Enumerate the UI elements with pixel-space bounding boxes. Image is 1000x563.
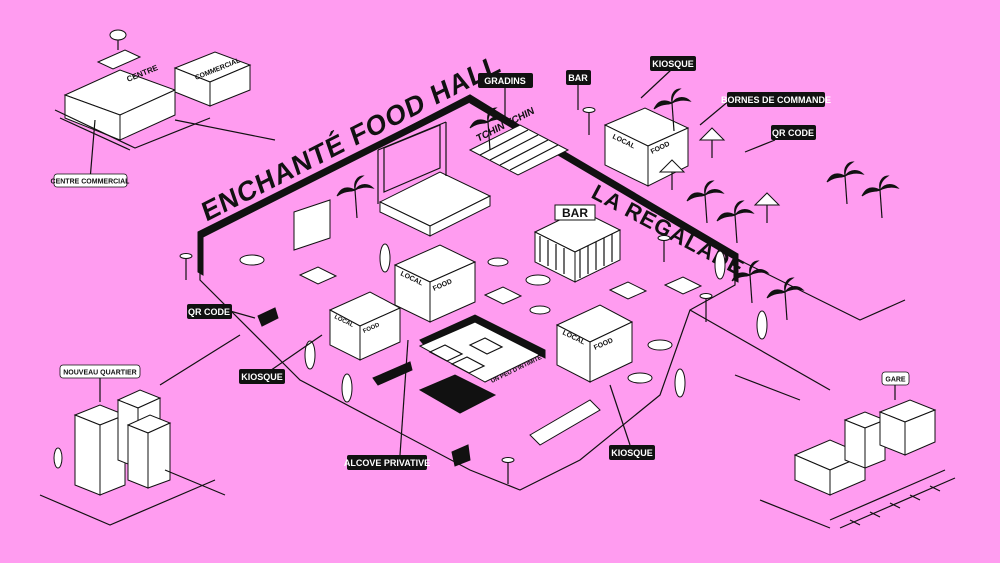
- callout-gradins-text: GRADINS: [484, 76, 526, 86]
- label-centre-commercial: CENTRE COMMERCIAL: [51, 173, 131, 188]
- parasols: [658, 127, 781, 223]
- callout-qr-code-left: QR CODE: [187, 304, 232, 319]
- callout-gradins: GRADINS: [478, 73, 533, 88]
- kiosk-bottom: LOCAL FOOD: [555, 304, 634, 383]
- stage: [377, 121, 492, 237]
- callout-qr-code-right: QR CODE: [771, 125, 816, 140]
- label-gare: GARE: [881, 371, 910, 386]
- bar-sign: BAR: [562, 206, 588, 220]
- kiosk-center: LOCAL FOOD: [393, 244, 477, 323]
- callout-qr-code-left-text: QR CODE: [188, 307, 230, 317]
- callout-kiosque-bottom-text: KIOSQUE: [611, 448, 653, 458]
- callout-kiosque-bottom: KIOSQUE: [609, 445, 655, 460]
- palm-trees: [336, 88, 900, 321]
- label-centre-commercial-text: CENTRE COMMERCIAL: [51, 179, 131, 186]
- callout-bar: BAR: [566, 70, 591, 85]
- train-station: [759, 399, 956, 529]
- cypress-trees: [304, 243, 768, 403]
- shopping-mall: CENTRE COMMERCIAL: [54, 29, 276, 151]
- bleachers: TCHIN TCHIN: [468, 105, 570, 176]
- seating: [239, 199, 703, 467]
- label-gare-text: GARE: [885, 377, 906, 384]
- callout-alcove: ALCOVE PRIVATIVE: [344, 455, 430, 470]
- new-quarter-buildings: [39, 389, 226, 526]
- kiosk-top: LOCAL FOOD: [603, 107, 690, 187]
- bar-kiosk: BAR: [533, 204, 622, 283]
- callout-bornes-text: BORNES DE COMMANDE: [721, 95, 831, 105]
- callout-leaders: [89, 69, 896, 456]
- kiosk-left: LOCAL FOOD: [328, 291, 402, 361]
- callout-qr-code-right-text: QR CODE: [772, 128, 814, 138]
- callout-bar-text: BAR: [568, 73, 588, 83]
- callout-bornes: BORNES DE COMMANDE: [721, 92, 831, 107]
- callout-kiosque-top-text: KIOSQUE: [652, 59, 694, 69]
- street-lamps: [179, 107, 713, 484]
- callout-alcove-text: ALCOVE PRIVATIVE: [344, 458, 430, 468]
- label-nouveau-quartier: NOUVEAU QUARTIER: [59, 364, 141, 379]
- callout-kiosque-left-text: KIOSQUE: [241, 372, 283, 382]
- callout-kiosque-left: KIOSQUE: [239, 369, 285, 384]
- callout-kiosque-top: KIOSQUE: [650, 56, 696, 71]
- label-nouveau-quartier-text: NOUVEAU QUARTIER: [63, 370, 137, 377]
